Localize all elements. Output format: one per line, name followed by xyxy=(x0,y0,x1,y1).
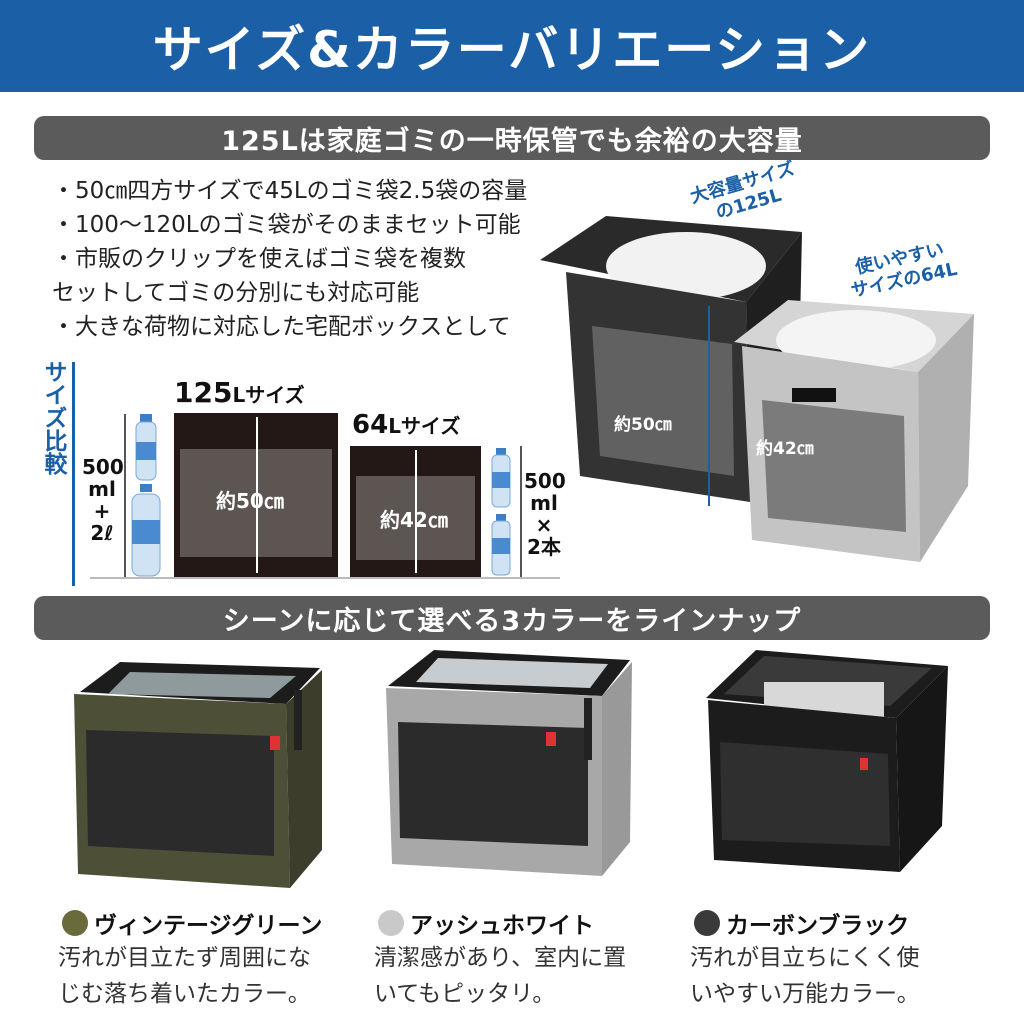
small-size-dim: 約42㎝ xyxy=(380,508,448,532)
color-desc-green: 汚れが目立たず周囲にな じむ落ち着いたカラー。 xyxy=(58,940,311,1012)
color-desc-black: 汚れが目立ちにくく使 いやすい万能カラー。 xyxy=(690,940,920,1012)
color-name-white: アッシュホワイト xyxy=(410,913,594,939)
bottle-left-caption: 500 ml + 2ℓ xyxy=(82,455,124,545)
feature-item: ・市販のクリップを使えばゴミ袋を複数 xyxy=(52,246,466,272)
size-compare-text: サイズ比較 xyxy=(40,360,66,475)
size-compare-divider xyxy=(72,362,75,586)
color-desc-line: いやすい万能カラー。 xyxy=(690,981,920,1007)
annotation-small: 使いやすい サイズの64L xyxy=(845,237,960,302)
bottle-right-line: × xyxy=(535,513,553,537)
feature-item: ・大きな荷物に対応した宅配ボックスとして xyxy=(52,314,511,340)
bin-carbon-black xyxy=(706,650,948,872)
feature-item: セットしてゴミの分別にも対応可能 xyxy=(52,280,420,306)
color-desc-line: 汚れが目立ちにくく使 xyxy=(690,945,920,971)
compare-ground-line xyxy=(90,577,560,579)
big-size-arrow xyxy=(256,417,258,573)
small-size-label: 64Lサイズ xyxy=(352,410,460,440)
feature-item: ・50㎝四方サイズで45Lのゴミ袋2.5袋の容量 xyxy=(52,178,528,204)
color-desc-line: 汚れが目立たず周囲にな xyxy=(58,945,311,971)
bottle-right-line: 2本 xyxy=(527,535,561,559)
page-title: サイズ&カラーバリエーション xyxy=(152,21,872,79)
feature-item: ・100〜120Lのゴミ袋がそのままセット可能 xyxy=(52,212,521,238)
size-compare-label: サイズ比較 xyxy=(36,360,70,475)
swatch-white xyxy=(378,910,404,936)
photo-bin-64l xyxy=(734,300,974,562)
bottle-stack-icon xyxy=(131,414,161,577)
bottle-left-line: 500 xyxy=(82,455,124,479)
bottle-right-line: 500 xyxy=(524,469,566,493)
big-size-box: 約50㎝ xyxy=(174,413,338,577)
color-option-green: ヴィンテージグリーン xyxy=(62,906,322,940)
photo-big-dim: 約50㎝ xyxy=(614,415,672,435)
height-ruler-right xyxy=(520,446,522,577)
color-desc-line: 清潔感があり、室内に置 xyxy=(374,945,627,971)
section-band-colors-text: シーンに応じて選べる3カラーをラインナップ xyxy=(222,605,802,637)
bottle-pair-icon xyxy=(491,448,511,576)
section-band-colors: シーンに応じて選べる3カラーをラインナップ xyxy=(34,596,990,640)
photo-bin-125l xyxy=(540,216,802,502)
big-size-dim: 約50㎝ xyxy=(216,489,284,513)
big-size-number: 125 xyxy=(174,376,233,409)
bottle-left-line: + xyxy=(93,499,111,523)
bin-vintage-green xyxy=(74,662,322,888)
big-size-label: 125Lサイズ xyxy=(174,376,305,409)
color-desc-line: いてもピッタリ。 xyxy=(374,981,556,1007)
bottle-right-caption: 500 ml × 2本 xyxy=(524,469,566,559)
small-size-unit: Lサイズ xyxy=(388,414,461,438)
bin-ash-white xyxy=(386,650,632,876)
swatch-green xyxy=(62,910,88,936)
color-name-green: ヴィンテージグリーン xyxy=(94,913,323,939)
page-header: サイズ&カラーバリエーション xyxy=(0,0,1024,92)
color-desc-line: じむ落ち着いたカラー。 xyxy=(58,981,311,1007)
small-size-arrow xyxy=(415,450,417,573)
photo-big-measure xyxy=(708,306,710,506)
color-name-black: カーボンブラック xyxy=(726,913,910,939)
color-desc-white: 清潔感があり、室内に置 いてもピッタリ。 xyxy=(374,940,626,1012)
photo-small-dim: 約42㎝ xyxy=(756,439,814,459)
big-size-unit: Lサイズ xyxy=(232,383,305,407)
bottle-left-line: 2ℓ xyxy=(90,521,114,545)
small-size-box: 約42㎝ xyxy=(350,446,481,577)
section-band-capacity: 125Lは家庭ゴミの一時保管でも余裕の大容量 xyxy=(34,116,990,160)
section-band-capacity-text: 125Lは家庭ゴミの一時保管でも余裕の大容量 xyxy=(221,125,803,157)
small-size-number: 64 xyxy=(352,410,389,440)
swatch-black xyxy=(694,910,720,936)
color-option-black: カーボンブラック xyxy=(694,906,909,940)
feature-list: ・50㎝四方サイズで45Lのゴミ袋2.5袋の容量 ・100〜120Lのゴミ袋がそ… xyxy=(52,174,552,344)
color-option-white: アッシュホワイト xyxy=(378,906,594,940)
bottle-right-line: ml xyxy=(530,491,558,515)
height-ruler-left xyxy=(124,414,126,577)
bottle-left-line: ml xyxy=(88,477,116,501)
